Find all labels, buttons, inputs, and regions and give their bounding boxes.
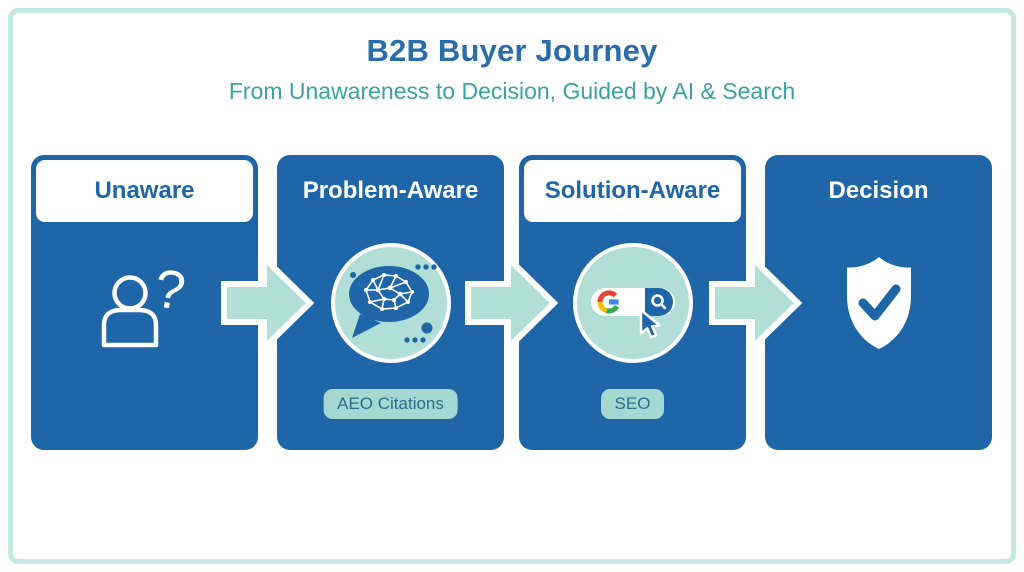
person-question-icon: ? xyxy=(90,251,200,355)
stage-card-decision: Decision xyxy=(765,155,992,450)
header: B2B Buyer Journey From Unawareness to De… xyxy=(0,33,1024,105)
google-search-icon xyxy=(568,238,698,368)
arrow-right-icon xyxy=(220,250,315,356)
page-subtitle: From Unawareness to Decision, Guided by … xyxy=(228,78,796,104)
svg-text:?: ? xyxy=(150,258,188,322)
stage-label-solution-aware: Solution-Aware xyxy=(524,160,741,222)
stage-label-decision: Decision xyxy=(828,177,929,204)
arrow-right-icon xyxy=(708,250,803,356)
ai-brain-chat-icon xyxy=(326,238,456,368)
stage-label-problem-aware: Problem-Aware xyxy=(302,177,479,204)
page-title: B2B Buyer Journey xyxy=(366,33,658,68)
stage-card-solution-aware: Solution-Aware xyxy=(519,155,746,450)
arrow-right-icon xyxy=(464,250,559,356)
badge-aeo-citations: AEO Citations xyxy=(323,389,458,419)
badge-seo: SEO xyxy=(600,389,665,419)
stage-label-unaware: Unaware xyxy=(36,160,253,222)
stage-card-unaware: Unaware ? xyxy=(31,155,258,450)
shield-check-icon xyxy=(837,254,921,352)
